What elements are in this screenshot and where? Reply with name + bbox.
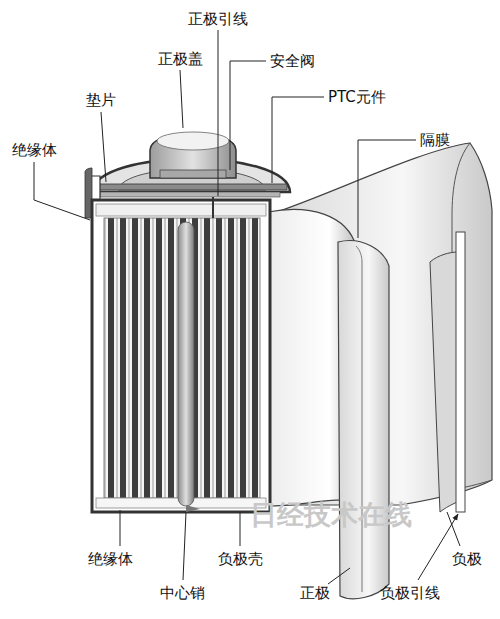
positive-lead [212,197,214,218]
negative-can [92,200,270,512]
part-label: 正极引线 [188,10,248,28]
center-pin [178,222,194,506]
part-label: 负极 [452,550,482,568]
part-label: 中心销 [160,584,205,602]
negative-tab [456,232,465,512]
part-label: 安全阀 [270,52,315,70]
part-label: 负极引线 [380,584,440,602]
part-label: 垫片 [86,91,116,109]
part-label: 正极盖 [158,50,203,68]
watermark: 日经技术在线 [250,500,412,530]
part-label: 隔膜 [420,131,450,149]
part-label: PTC元件 [328,88,386,106]
leader-lines [34,30,460,584]
part-label: 绝缘体 [88,550,133,568]
part-label: 绝缘体 [12,141,57,159]
part-label: 正极 [300,584,330,602]
part-label: 负极壳 [218,550,263,568]
positive-sheet [338,241,389,599]
ptc-plate [95,184,287,190]
